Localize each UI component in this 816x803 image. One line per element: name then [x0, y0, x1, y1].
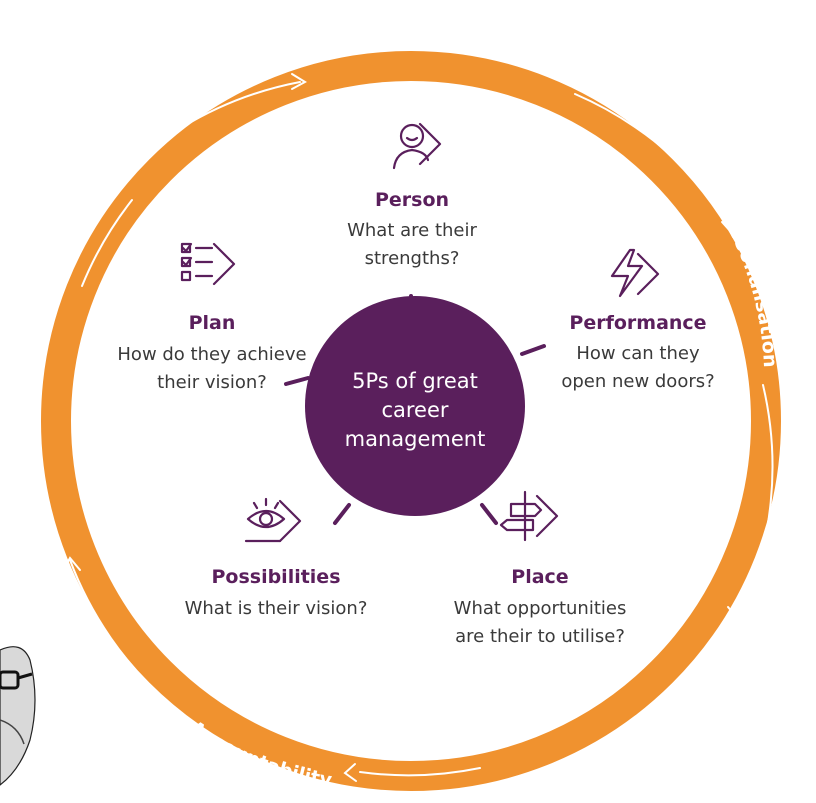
section-place: Place What opportunities are their to ut… — [454, 490, 627, 647]
place-title: Place — [511, 566, 568, 588]
performance-desc-2: open new doors? — [561, 371, 714, 392]
person-desc-2: strengths? — [365, 248, 460, 269]
hub-line-2: career — [381, 398, 448, 422]
signpost-icon — [499, 490, 559, 542]
performance-title: Performance — [569, 312, 706, 334]
plan-desc-2: their vision? — [157, 372, 267, 393]
place-desc-1: What opportunities — [454, 598, 627, 619]
place-desc-2: are their to utilise? — [455, 626, 625, 647]
person-title: Person — [375, 189, 449, 211]
performance-desc-1: How can they — [576, 343, 700, 364]
person-illustration — [0, 646, 36, 786]
center-hub — [305, 296, 525, 516]
section-person: Person What are their strengths? — [347, 122, 477, 269]
section-performance: Performance How can they open new doors? — [561, 248, 715, 392]
possibilities-desc-1: What is their vision? — [185, 598, 368, 619]
section-possibilities: Possibilities What is their vision? — [185, 497, 368, 619]
plan-title: Plan — [189, 312, 236, 334]
eye-icon — [244, 497, 302, 543]
person-icon — [392, 122, 442, 170]
hub-line-1: 5Ps of great — [352, 369, 478, 393]
plan-desc-1: How do they achieve — [117, 344, 306, 365]
ring-label-upfront-engagement: Upfront Engagement — [295, 2, 525, 43]
possibilities-title: Possibilities — [211, 566, 340, 588]
lightning-icon — [610, 248, 660, 298]
hub-line-3: management — [345, 427, 486, 451]
person-desc-1: What are their — [347, 220, 477, 241]
ring-arrows — [61, 73, 774, 782]
checklist-icon — [180, 242, 236, 286]
section-plan: Plan How do they achieve their vision? — [117, 242, 307, 393]
